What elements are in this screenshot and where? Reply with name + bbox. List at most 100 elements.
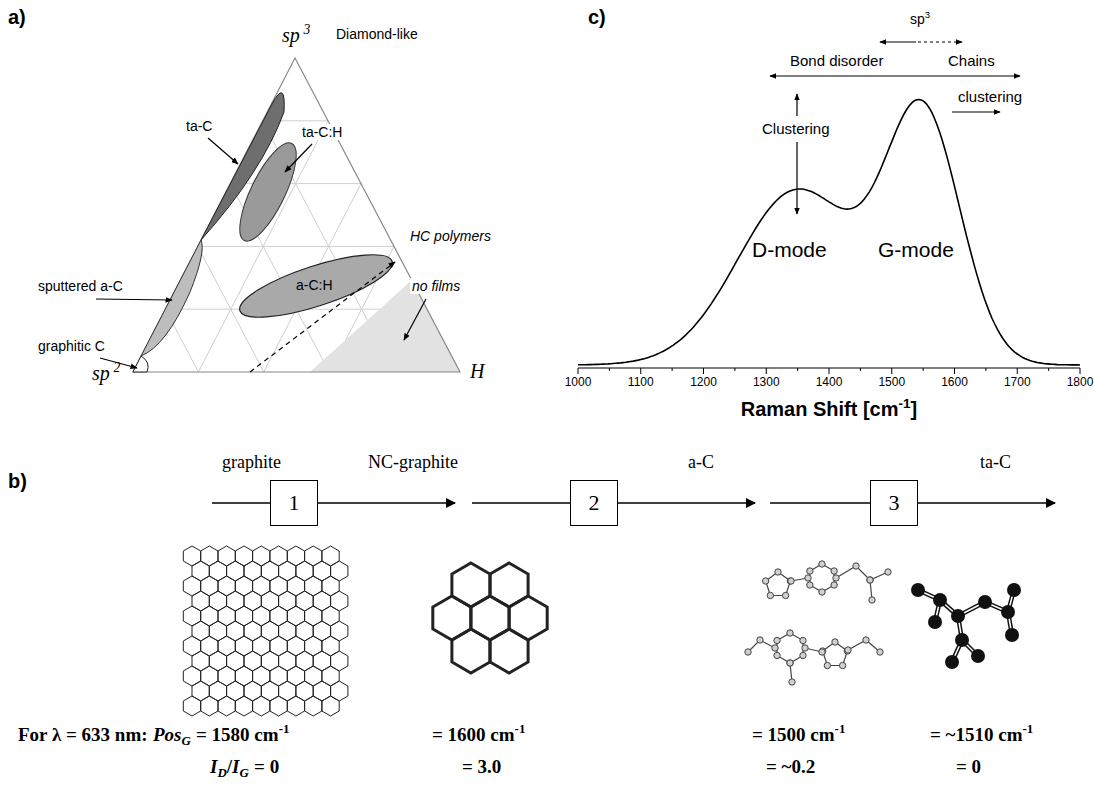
axis-title-text: -1 [899,396,911,411]
panel-letter: c) [588,6,606,29]
hexagon [183,696,200,716]
atom [775,569,781,575]
atom [745,649,751,655]
atom [832,639,838,645]
atom [971,649,985,663]
graphitic-region [133,356,148,372]
stage-label-text: NC-graphite [368,452,458,472]
atom [805,575,811,581]
hexagon [490,629,528,673]
atom [978,595,992,609]
region-label-text: graphitic C [38,338,105,354]
tick-label-text: 1400 [816,375,843,389]
hexagon [287,696,304,716]
corner-label: H [470,360,484,383]
value-text-text: = 0 [254,756,279,777]
atom [833,575,839,581]
value-text: = 0 [956,756,981,778]
hexagon [253,696,270,716]
atom [863,637,869,643]
atom [845,647,851,653]
atom [1005,628,1019,642]
tick [766,368,767,374]
tick-label-text: 1800 [1067,375,1094,389]
tick [797,368,798,371]
atom [787,660,793,666]
step-box: 3 [870,480,918,526]
value-text-text: = ~0.2 [766,756,815,777]
tick [891,368,892,374]
step-box: 2 [570,480,618,526]
region-label: graphitic C [36,338,107,354]
value-text-text: G [181,733,190,748]
leader-arrow [96,299,172,300]
leader-arrow [208,138,238,164]
panel-letter: b) [8,470,27,493]
atom [782,592,788,598]
tick-label: 1200 [690,376,717,390]
atom [772,645,778,651]
tick-label-text: 1500 [878,375,905,389]
ring [810,564,834,592]
atom [824,662,830,668]
annotation-text: Bond disorder [790,52,883,69]
stage-label: ta-C [980,452,1011,473]
clustering-arrow [796,142,797,214]
value-text: For λ = 633 nm:PosG= 1580 cm-1 [18,722,289,749]
stage-label: a-C [688,452,714,473]
value-text-text: -1 [1022,721,1033,736]
region-label: sputtered a-C [36,278,125,294]
ternary-triangle [133,58,460,372]
atom [787,660,793,666]
atom [788,578,794,584]
tick [609,368,610,371]
atom [1001,605,1015,619]
value-text-text: Pos [153,724,182,745]
atom [787,578,793,584]
corner-label: sp3 [282,22,310,47]
annotation: Clustering [760,120,832,137]
value-text-text: For λ = 633 nm: [18,724,148,745]
region-label-text: no films [412,278,460,294]
value-text-text: / [227,756,232,777]
atom [911,583,925,597]
ta-c-h-region [229,136,307,248]
atom [945,655,959,669]
value-text-text: G [239,765,248,780]
atom [757,637,763,643]
atom [877,649,883,655]
sp3-arrow [880,41,916,42]
region-label-text: HC polymers [410,228,491,244]
annotation-text: clustering [958,88,1022,105]
atom [885,569,891,575]
value-text: = 1500 cm-1 [752,722,845,746]
value-text: = 1600 cm-1 [432,722,525,746]
atom [767,592,773,598]
tick [954,368,955,374]
region-label-text: Diamond-like [336,26,418,42]
disorder-arrow [770,75,1020,76]
stage-label-text: a-C [688,452,714,472]
tick [578,368,579,374]
region-label: a-C:H [296,277,333,293]
atom [819,561,825,567]
step-number: 1 [289,490,300,516]
hexagon [305,696,322,716]
value-text-text: I [210,756,217,777]
value-text: = ~1510 cm-1 [930,722,1033,746]
value-text-text: = 1580 cm [196,724,279,745]
atom [774,652,780,658]
atom [789,679,795,685]
hc-polymer-line [250,262,395,372]
annotation-text: Chains [948,52,995,69]
value-text-text: = 1600 cm [432,724,515,745]
atom [800,637,806,643]
structure-drawings [183,546,1021,716]
tick [640,368,641,374]
step-number: 3 [889,490,900,516]
atom [807,568,813,574]
annotation: Bond disorder [790,52,883,69]
tick-label-text: 1600 [941,375,968,389]
value-text-text: = ~1510 cm [930,724,1022,745]
atom [1007,583,1021,597]
